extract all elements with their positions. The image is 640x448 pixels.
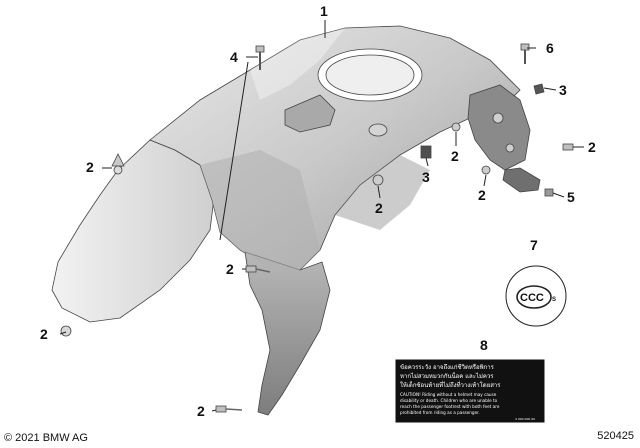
callout-3-top-right: 3 xyxy=(559,82,567,98)
callout-2-far-right: 2 xyxy=(588,139,596,155)
warning-code: 4 000 000 00 xyxy=(515,417,535,421)
callout-2-lower-right: 2 xyxy=(478,187,486,203)
ccc-letters: CCC xyxy=(520,292,544,304)
ccc-mark: CCC S xyxy=(505,265,567,327)
warning-line-3: ให้เด็กซ้อนท้ายที่ไม่ถึงที่วางเท้าโดยสาร xyxy=(400,380,501,389)
callout-3-middle: 3 xyxy=(422,169,430,185)
warning-line-5: disability or death. Children who are un… xyxy=(400,398,498,403)
callout-2-upper-right: 2 xyxy=(451,148,459,164)
copyright-text: © 2021 BMW AG xyxy=(4,432,88,444)
warning-line-1: ข้อควรระวัง อาจถึงแก่ชีวิตหรือพิการ xyxy=(400,363,495,371)
callout-2-bottom-left: 2 xyxy=(40,326,48,342)
callout-numbers: 1 2 2 2 2 2 2 2 2 3 3 4 5 6 7 8 xyxy=(40,3,596,419)
warning-line-7: prohibited from riding as a passenger. xyxy=(400,410,480,415)
callout-2-bottom: 2 xyxy=(197,403,205,419)
callout-2-middle: 2 xyxy=(226,261,234,277)
callout-5: 5 xyxy=(567,189,575,205)
warning-line-6: reach the passenger footrest with both f… xyxy=(400,404,500,409)
callout-8: 8 xyxy=(480,337,488,353)
warning-label: ข้อควรระวัง อาจถึงแก่ชีวิตหรือพิการ หากไ… xyxy=(395,359,545,423)
callout-1: 1 xyxy=(320,3,328,19)
callout-4: 4 xyxy=(230,49,238,65)
warning-line-2: หากไม่สวมหมวกกันน็อค และไม่ควร xyxy=(400,371,494,380)
warning-line-4: CAUTION! Riding without a helmet may cau… xyxy=(400,392,497,397)
tank-cover xyxy=(51,25,521,416)
right-bracket xyxy=(467,84,541,193)
callout-6: 6 xyxy=(546,40,554,56)
ccc-suffix: S xyxy=(552,297,556,303)
callout-2-center: 2 xyxy=(375,200,383,216)
callout-7: 7 xyxy=(530,237,538,253)
leader-lines xyxy=(59,20,584,412)
diagram-number: 520425 xyxy=(597,430,634,442)
callout-2-left: 2 xyxy=(86,159,94,175)
